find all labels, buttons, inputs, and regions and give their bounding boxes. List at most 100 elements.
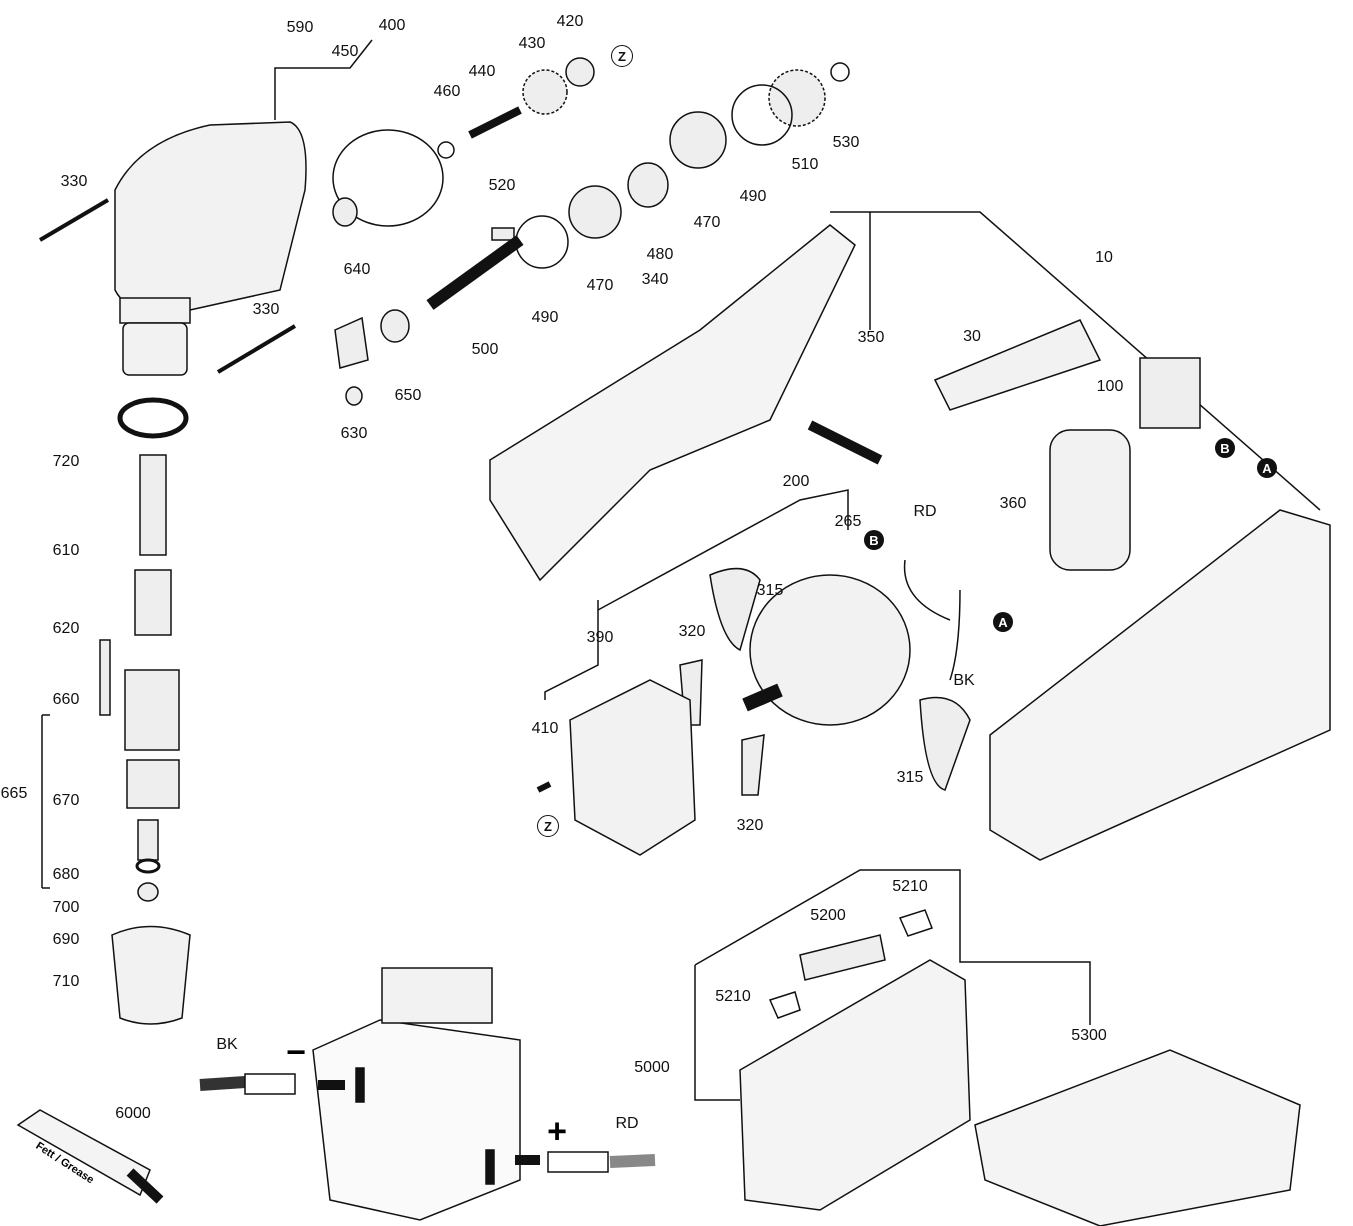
gear-housing-390 bbox=[569, 679, 696, 856]
part-label-520: 520 bbox=[488, 177, 516, 194]
part-label-690: 690 bbox=[52, 931, 80, 948]
bracket-665 bbox=[41, 714, 50, 889]
part-label-640: 640 bbox=[343, 261, 371, 278]
circlip-530 bbox=[830, 62, 850, 82]
cam-640 bbox=[334, 316, 369, 369]
bracket-590 bbox=[274, 39, 373, 120]
part-label-650: 650 bbox=[394, 387, 422, 404]
wires bbox=[903, 559, 961, 681]
part-label-400: 400 bbox=[378, 17, 406, 34]
grease-tube-6000 bbox=[16, 1109, 151, 1197]
marker-z: Z bbox=[611, 45, 633, 67]
knurled-nut-710 bbox=[111, 925, 191, 1025]
gear-430 bbox=[522, 69, 568, 115]
gear-510 bbox=[768, 69, 826, 127]
latch-5210-b bbox=[898, 909, 933, 937]
plus-sign: + bbox=[547, 1112, 567, 1151]
wire-label-bk: BK bbox=[216, 1036, 238, 1053]
battery-contact bbox=[1139, 357, 1201, 429]
part-label-470: 470 bbox=[693, 214, 721, 231]
pin-630 bbox=[345, 386, 363, 406]
marker-b: B bbox=[1215, 438, 1235, 458]
bearing-470-b bbox=[568, 185, 622, 239]
minus-sign: − bbox=[286, 1033, 306, 1072]
insert-5300 bbox=[974, 1049, 1301, 1226]
part-label-460: 460 bbox=[433, 83, 461, 100]
part-label-420: 420 bbox=[556, 13, 584, 30]
pin-350 bbox=[807, 420, 883, 465]
part-label-660: 660 bbox=[52, 691, 80, 708]
wire-label-bk: BK bbox=[953, 672, 975, 689]
bearing-420 bbox=[565, 57, 595, 87]
marker-a: A bbox=[993, 612, 1013, 632]
part-label-315: 315 bbox=[896, 769, 924, 786]
bracket-5000 bbox=[694, 869, 1091, 1101]
switch-30 bbox=[933, 319, 1102, 411]
ring-700 bbox=[135, 858, 161, 874]
part-label-330: 330 bbox=[60, 173, 88, 190]
washer-460 bbox=[437, 141, 455, 159]
case-5000 bbox=[739, 959, 971, 1211]
part-label-200: 200 bbox=[782, 473, 810, 490]
circlip-490-b bbox=[515, 215, 569, 269]
part-label-5210: 5210 bbox=[892, 878, 928, 895]
part-label-470: 470 bbox=[586, 277, 614, 294]
part-label-500: 500 bbox=[471, 341, 499, 358]
die-670 bbox=[126, 759, 180, 809]
wire-label-rd: RD bbox=[913, 503, 937, 520]
part-label-490: 490 bbox=[739, 188, 767, 205]
bushing-450 bbox=[332, 197, 358, 227]
wire-label-rd: RD bbox=[615, 1115, 639, 1132]
part-label-360: 360 bbox=[999, 495, 1027, 512]
marker-b: B bbox=[864, 530, 884, 550]
part-label-440: 440 bbox=[468, 63, 496, 80]
part-label-450: 450 bbox=[331, 43, 359, 60]
bracket-200 bbox=[597, 489, 849, 611]
part-label-510: 510 bbox=[791, 156, 819, 173]
nut-690 bbox=[137, 882, 159, 902]
pinion-440 bbox=[468, 106, 522, 139]
wire-bk bbox=[199, 1076, 246, 1091]
handle-5200 bbox=[799, 934, 886, 981]
shaft-500 bbox=[426, 235, 524, 310]
part-label-530: 530 bbox=[832, 134, 860, 151]
circlip-490-a bbox=[731, 84, 793, 146]
part-label-620: 620 bbox=[52, 620, 80, 637]
electronics-100 bbox=[1049, 429, 1131, 571]
bracket-10 bbox=[830, 211, 1321, 511]
part-label-265: 265 bbox=[834, 513, 862, 530]
part-label-100: 100 bbox=[1096, 378, 1124, 395]
marker-a: A bbox=[1257, 458, 1277, 478]
part-label-480: 480 bbox=[646, 246, 674, 263]
part-label-320: 320 bbox=[678, 623, 706, 640]
contact-minus bbox=[355, 1067, 365, 1103]
housing-half-350 bbox=[489, 224, 856, 582]
bearing-470-a bbox=[669, 111, 727, 169]
tube-cap bbox=[126, 1168, 164, 1204]
part-label-5000: 5000 bbox=[634, 1059, 670, 1076]
part-label-5300: 5300 bbox=[1071, 1027, 1107, 1044]
part-label-30: 30 bbox=[963, 328, 981, 345]
part-label-720: 720 bbox=[52, 453, 80, 470]
part-label-430: 430 bbox=[518, 35, 546, 52]
part-label-590: 590 bbox=[286, 19, 314, 36]
key-520 bbox=[491, 227, 515, 241]
part-label-680: 680 bbox=[52, 866, 80, 883]
part-label-670: 670 bbox=[52, 792, 80, 809]
housing-half-10 bbox=[989, 509, 1331, 861]
motor-shaft bbox=[742, 683, 783, 712]
part-label-320: 320 bbox=[736, 817, 764, 834]
terminal-board bbox=[312, 1019, 521, 1221]
marker-z: Z bbox=[537, 815, 559, 837]
screw-330-b bbox=[216, 324, 297, 374]
wire-rd bbox=[609, 1154, 656, 1168]
o-ring-400 bbox=[332, 129, 444, 227]
part-label-340: 340 bbox=[641, 271, 669, 288]
pin-660 bbox=[99, 639, 111, 716]
adapter-620 bbox=[134, 569, 172, 636]
magnet-315-a bbox=[709, 567, 761, 652]
spring-320-b bbox=[741, 734, 765, 796]
part-label-490: 490 bbox=[531, 309, 559, 326]
